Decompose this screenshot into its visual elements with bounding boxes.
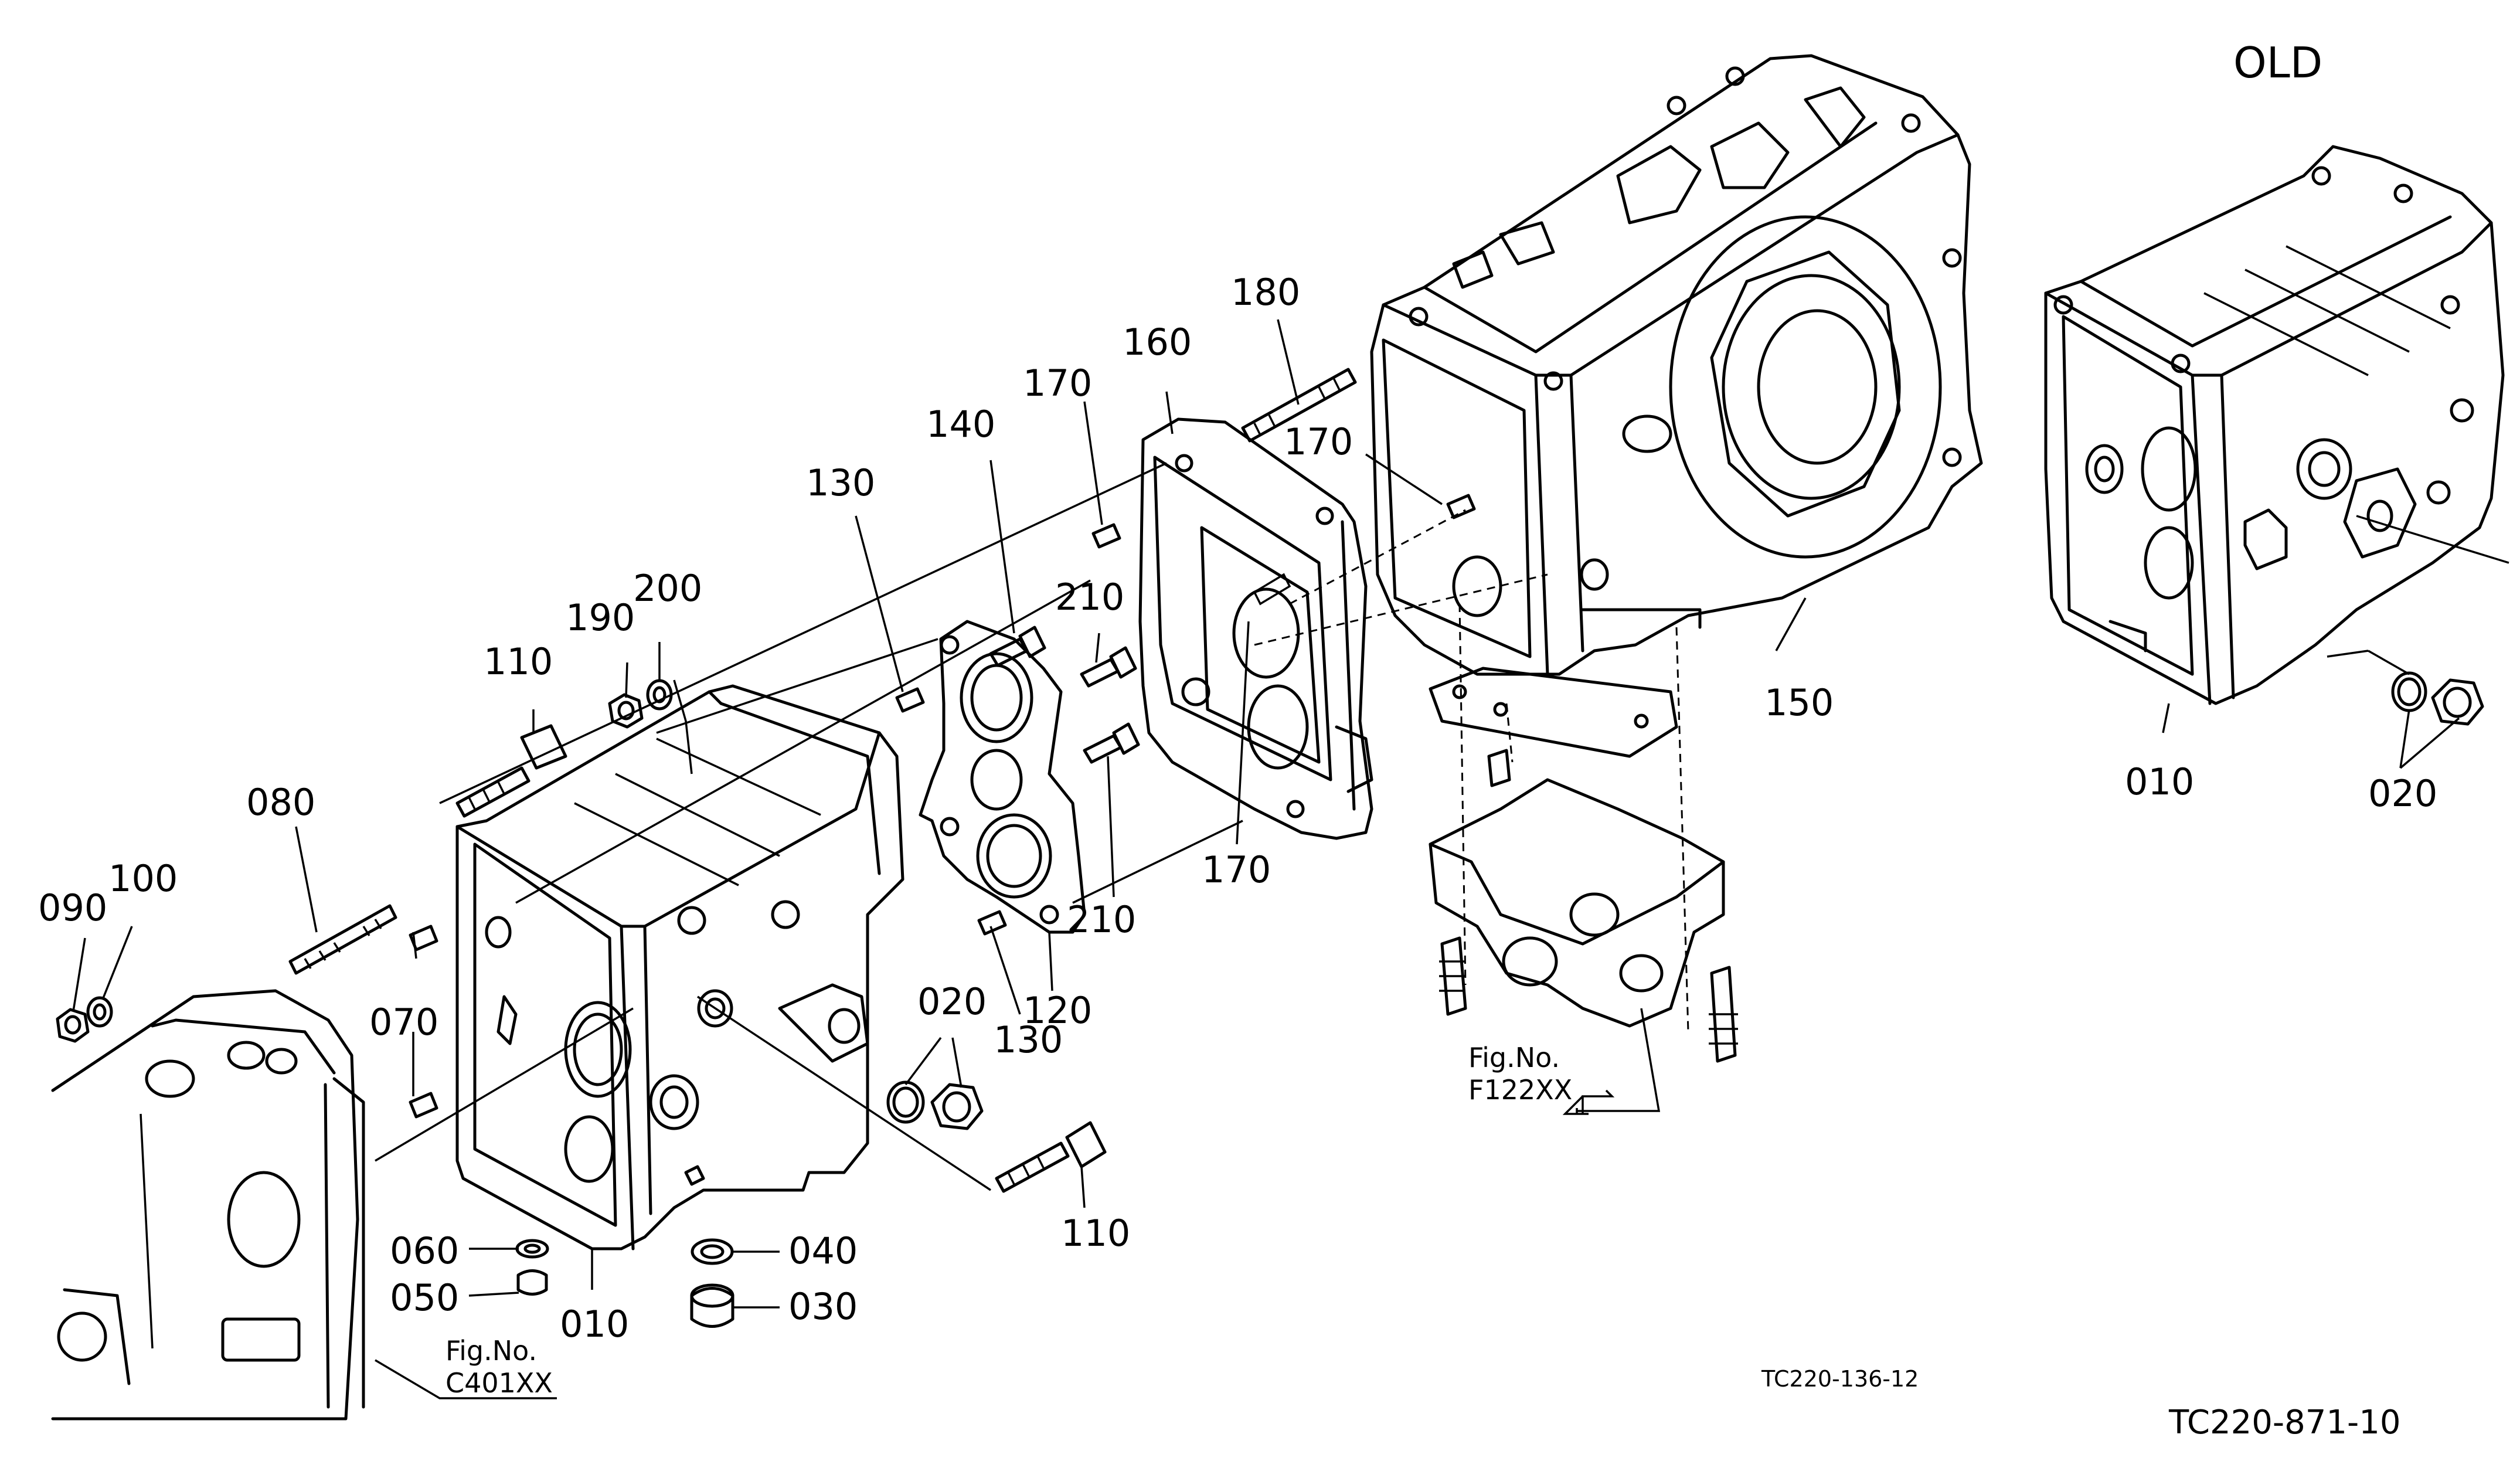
fig-ref-c401-code: C401XX	[445, 1367, 553, 1399]
drawing-code: TC220-871-10	[2168, 1404, 2400, 1442]
center-case-150	[1370, 54, 1983, 676]
fig-ref-f122: Fig.No. F122XX	[1468, 1042, 1572, 1106]
stud-080	[288, 904, 397, 975]
callout-130-lower: 130	[994, 1018, 1063, 1061]
callout-010-old: 010	[2125, 760, 2194, 803]
assembly-lines	[375, 462, 2509, 1191]
adjoining-housing-c401	[51, 989, 365, 1421]
bolt-110-upper	[455, 724, 567, 818]
callout-080: 080	[246, 781, 315, 824]
old-plug-020	[2431, 678, 2484, 726]
callout-020-old: 020	[2368, 772, 2437, 815]
callout-050: 050	[390, 1276, 459, 1319]
title-old: OLD	[2233, 38, 2322, 87]
callout-200: 200	[633, 567, 702, 610]
washer-060	[515, 1239, 549, 1259]
fig-ref-f122-code: F122XX	[1468, 1074, 1572, 1106]
callout-180: 180	[1231, 271, 1300, 314]
callout-120: 120	[1023, 989, 1092, 1032]
plug-020	[930, 1083, 984, 1130]
pin-070-lower	[409, 1092, 438, 1119]
callout-140: 140	[926, 403, 995, 446]
pin-170-mid	[1446, 494, 1476, 519]
fig-ref-f122-prefix: Fig.No.	[1468, 1042, 1560, 1073]
washer-100	[86, 996, 113, 1028]
callout-labels: 180 160 170 140 170 130 210 190 200 110 …	[38, 271, 2437, 1345]
callout-040: 040	[788, 1229, 858, 1272]
bearing-holder-120	[919, 620, 1086, 934]
washer-040	[691, 1238, 734, 1265]
nut-190	[608, 693, 644, 729]
callout-210-top: 210	[1055, 576, 1124, 619]
fig-ref-c401: Fig.No. C401XX	[445, 1335, 553, 1399]
callout-090: 090	[38, 886, 107, 929]
callout-100: 100	[108, 857, 178, 900]
callout-190: 190	[566, 596, 635, 639]
spacer-case-160	[1138, 417, 1373, 840]
drawing-code-small: TC220-136-12	[1761, 1366, 1919, 1392]
old-oring-020	[2391, 671, 2427, 712]
oring-020	[886, 1080, 925, 1124]
bolt-210-lower	[1083, 722, 1140, 764]
callout-210-lower: 210	[1067, 898, 1136, 941]
callout-170-top: 170	[1023, 362, 1092, 405]
callout-060: 060	[390, 1229, 459, 1272]
nut-090	[56, 1008, 90, 1043]
callout-020-front: 020	[917, 980, 987, 1023]
callout-170-lower: 170	[1202, 848, 1271, 891]
bolt-110-lower	[995, 1121, 1107, 1193]
bolt-140	[989, 626, 1046, 667]
callout-160: 160	[1123, 321, 1192, 363]
stud-180	[1241, 368, 1357, 443]
callout-130-top: 130	[806, 461, 875, 504]
transmission-case-010	[455, 684, 904, 1250]
callout-070: 070	[369, 1001, 438, 1044]
callout-150: 150	[1764, 681, 1834, 724]
old-transmission-case-010	[2044, 145, 2505, 705]
plug-030	[690, 1283, 734, 1328]
callout-010-front: 010	[560, 1303, 629, 1345]
pin-130-lower	[977, 910, 1007, 936]
pin-130-upper	[895, 687, 925, 713]
callout-110-upper: 110	[484, 640, 553, 683]
plug-050	[516, 1269, 548, 1296]
leader-lines	[72, 319, 2460, 1399]
pin-170-upper	[1091, 523, 1121, 549]
sub-assembly-f122	[1429, 667, 1738, 1063]
callout-170-mid: 170	[1284, 420, 1353, 463]
bolt-210-upper	[1080, 646, 1137, 688]
callout-110-lower: 110	[1061, 1212, 1130, 1255]
callout-030: 030	[788, 1285, 858, 1328]
fig-ref-c401-prefix: Fig.No.	[445, 1335, 537, 1367]
